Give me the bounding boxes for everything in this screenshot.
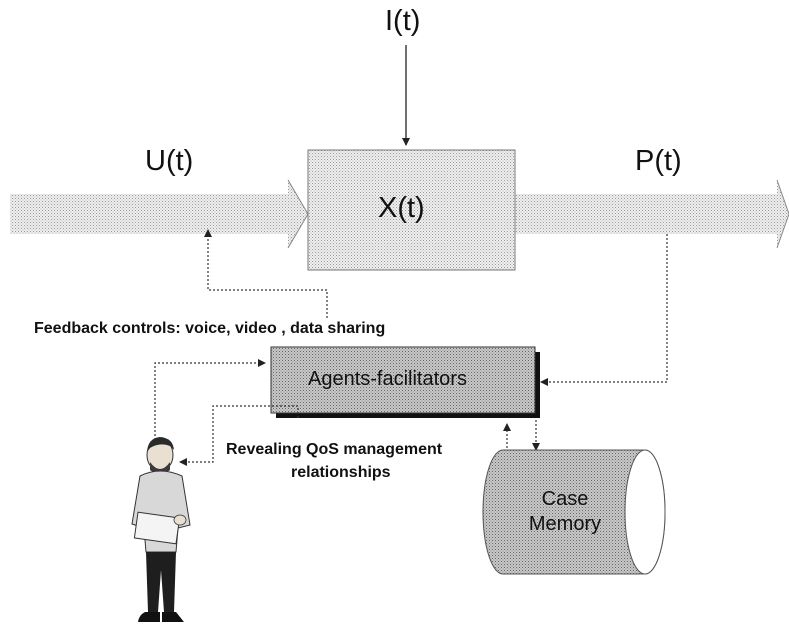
- case-memory-label-line1: Case: [541, 488, 589, 510]
- agents-box: [270, 346, 536, 414]
- revealing-label-line1: Revealing QoS management: [226, 441, 443, 458]
- feedback-caption: Feedback controls: voice, video , data s…: [34, 320, 386, 337]
- person-figure: [131, 437, 191, 622]
- case-memory-label-line2: Memory: [528, 513, 602, 535]
- feedback-control-arrow: [204, 229, 328, 318]
- main-flow-arrow: [10, 179, 789, 249]
- revealing-label-line2: relationships: [291, 464, 391, 481]
- case-memory-label: Case Memory: [510, 487, 620, 537]
- output-label: P(t): [635, 145, 682, 177]
- control-label: U(t): [145, 145, 194, 177]
- agents-label: Agents-facilitators: [308, 368, 467, 390]
- state-label: X(t): [378, 192, 425, 224]
- case-memory-cylinder: [482, 449, 666, 575]
- person-to-agents-arrow: [154, 359, 266, 440]
- input-label: I(t): [385, 5, 421, 37]
- agents-to-person-arrow: [179, 405, 299, 466]
- output-feedback-arrow: [540, 234, 668, 386]
- state-box: [307, 149, 516, 271]
